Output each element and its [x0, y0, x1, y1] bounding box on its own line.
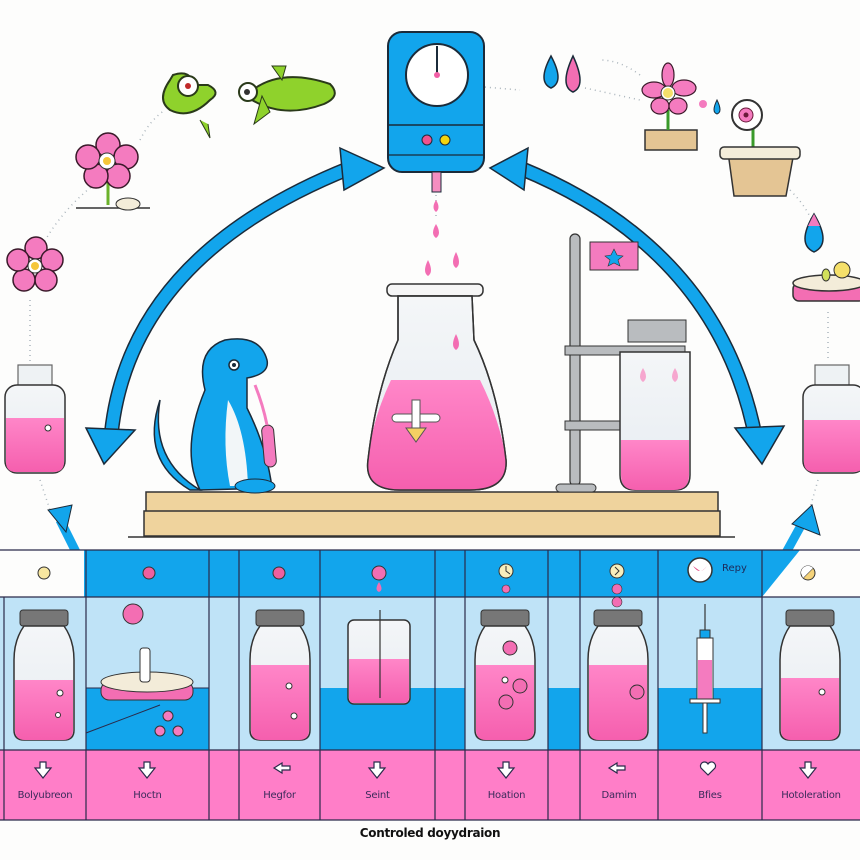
vial	[779, 609, 841, 741]
drop-blue-icon	[543, 54, 559, 89]
heart-icon	[699, 761, 717, 776]
step-label: Bfies	[698, 790, 722, 801]
petri-dish-icon	[792, 261, 860, 302]
arrow-left-icon	[272, 761, 291, 775]
step-label: Hegfor	[263, 790, 296, 801]
wooden-shelf	[128, 491, 735, 538]
water-drop-icon	[804, 212, 824, 253]
step-label: Bolyubreon	[17, 790, 73, 801]
strip-bottom-icons	[33, 761, 818, 779]
vial	[249, 609, 311, 741]
badge-icon	[687, 557, 713, 583]
step-label: Damim	[601, 790, 637, 801]
pink-dot-icon	[371, 565, 387, 581]
step-label: Seint	[365, 790, 390, 801]
arrow-down-icon	[33, 761, 53, 779]
green-creature	[162, 72, 217, 139]
arrow-down-icon	[367, 761, 387, 779]
green-fish	[238, 65, 336, 126]
arrow-head-icon	[733, 425, 786, 466]
pill-icon	[800, 565, 816, 581]
cycle-arrows	[47, 146, 821, 563]
process-strip	[0, 549, 860, 821]
blue-dinosaur	[153, 338, 277, 494]
diagram-caption: Controled doyydraion	[359, 826, 501, 840]
badge-label: Repy	[722, 563, 747, 574]
arrow-head-icon	[339, 146, 386, 192]
arrow-head-icon	[84, 427, 137, 466]
strip-items	[13, 603, 841, 741]
bottle-right	[802, 364, 860, 474]
arrow-down-icon	[798, 761, 818, 779]
syringe	[689, 604, 721, 734]
lab-stand	[555, 233, 691, 493]
arrow-down-icon	[137, 761, 157, 779]
arrow-up-icon	[47, 504, 73, 534]
arrow-up-icon	[791, 504, 821, 536]
clock-icon	[498, 563, 514, 579]
arrow-head-icon	[488, 146, 529, 192]
vial	[13, 609, 75, 741]
pink-dot-icon	[142, 566, 156, 580]
step-label: Hotoleration	[781, 790, 841, 801]
water-drops	[543, 54, 581, 93]
pink-dot-icon	[272, 566, 286, 580]
arrow-left-icon	[607, 761, 626, 775]
beaker	[347, 610, 411, 705]
flower-pot	[641, 62, 721, 151]
step-label: Hoctn	[133, 790, 162, 801]
erlenmeyer-flask	[366, 224, 507, 491]
flower-small-icon	[6, 236, 64, 292]
vial-bubbles	[474, 609, 536, 741]
vial	[587, 609, 649, 741]
arrow-down-icon	[496, 761, 516, 779]
clock-icon	[609, 563, 625, 579]
eye-plant	[719, 99, 801, 197]
yellow-dot-icon	[37, 566, 51, 580]
step-label: Hoation	[487, 790, 526, 801]
flower-icon	[75, 132, 150, 211]
anchor-icon	[391, 399, 441, 443]
petri-dish	[100, 603, 194, 737]
timer-device	[387, 31, 485, 212]
strip-top-icons	[37, 557, 816, 608]
drop-pink-icon	[565, 54, 581, 93]
bottle-left	[4, 364, 66, 474]
